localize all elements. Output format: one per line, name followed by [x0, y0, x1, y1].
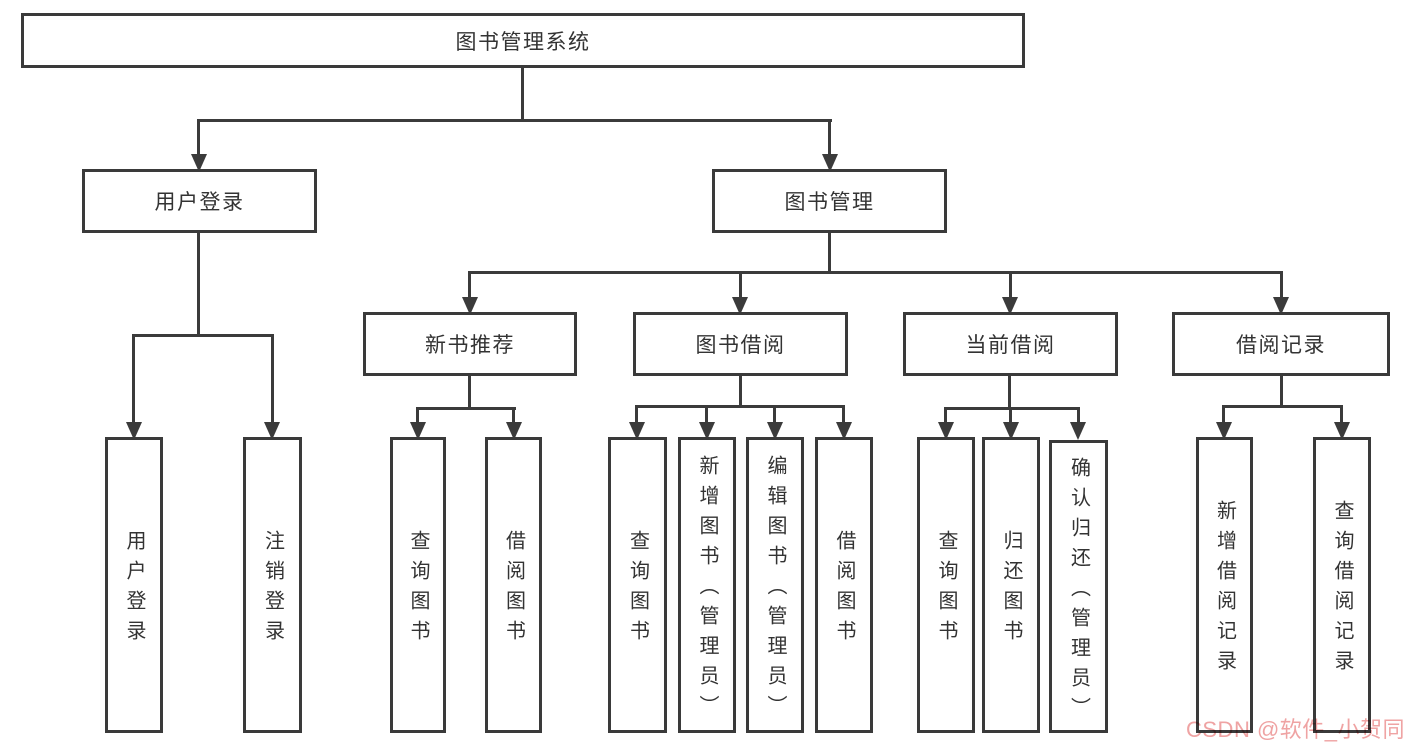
arrow-down-icon — [767, 422, 783, 440]
leaf-logout-label: 注销登录 — [261, 530, 284, 650]
connector-line — [1280, 271, 1283, 301]
arrow-down-icon — [191, 154, 207, 172]
node-current-borrow: 当前借阅 — [903, 312, 1118, 376]
node-book-manage: 图书管理 — [712, 169, 947, 233]
arrow-down-icon — [410, 422, 426, 440]
connector-line — [1340, 405, 1343, 426]
leaf-recommend-query-book: 查询图书 — [390, 437, 446, 733]
leaf-add-borrow-record-label: 新增借阅记录 — [1213, 500, 1236, 680]
arrow-down-icon — [699, 422, 715, 440]
connector-line — [1008, 376, 1011, 410]
node-current-borrow-label: 当前借阅 — [965, 334, 1056, 357]
connector-line — [468, 271, 471, 301]
leaf-edit-book-admin-label: 编辑图书（管理员） — [764, 455, 786, 725]
arrow-down-icon — [1334, 422, 1350, 440]
connector-line — [1077, 407, 1080, 426]
leaf-borrow-query-book-label: 查询图书 — [626, 530, 649, 650]
leaf-add-borrow-record: 新增借阅记录 — [1196, 437, 1253, 733]
connector-line — [828, 119, 831, 157]
node-user-login-label: 用户登录 — [154, 191, 245, 214]
arrow-down-icon — [1002, 297, 1018, 315]
connector-line — [132, 334, 135, 426]
leaf-borrow-book-label: 借阅图书 — [833, 530, 855, 650]
leaf-confirm-return-admin: 确认归还（管理员） — [1049, 440, 1108, 733]
arrow-down-icon — [126, 422, 142, 440]
connector-line — [468, 376, 471, 410]
connector-line — [1222, 405, 1343, 408]
connector-line — [197, 119, 200, 157]
leaf-query-borrow-record: 查询借阅记录 — [1313, 437, 1371, 733]
arrow-down-icon — [732, 297, 748, 315]
node-book-borrow-label: 图书借阅 — [695, 334, 786, 357]
connector-line — [416, 407, 419, 426]
leaf-recommend-borrow-book: 借阅图书 — [485, 437, 542, 733]
leaf-borrow-book: 借阅图书 — [815, 437, 873, 733]
arrow-down-icon — [1003, 422, 1019, 440]
node-book-borrow: 图书借阅 — [633, 312, 848, 376]
node-root: 图书管理系统 — [21, 13, 1025, 68]
leaf-confirm-return-admin-label: 确认归还（管理员） — [1067, 456, 1090, 727]
connector-line — [132, 334, 273, 337]
arrow-down-icon — [1216, 422, 1232, 440]
leaf-query-borrow-record-label: 查询借阅记录 — [1331, 500, 1353, 680]
csdn-watermark: CSDN @软件_小贺同学 — [1186, 717, 1405, 742]
connector-line — [739, 271, 742, 301]
arrow-down-icon — [822, 154, 838, 172]
connector-line — [1280, 376, 1283, 407]
arrow-down-icon — [1070, 422, 1086, 440]
connector-line — [828, 233, 831, 274]
leaf-return-book-label: 归还图书 — [1000, 530, 1022, 650]
connector-line — [521, 68, 524, 122]
connector-line — [1009, 407, 1012, 426]
leaf-borrow-query-book: 查询图书 — [608, 437, 667, 733]
leaf-current-query-book: 查询图书 — [917, 437, 975, 733]
connector-line — [636, 405, 845, 408]
arrow-down-icon — [462, 297, 478, 315]
connector-line — [705, 405, 708, 426]
connector-line — [773, 405, 776, 426]
leaf-add-book-admin-label: 新增图书（管理员） — [696, 455, 718, 725]
arrow-down-icon — [938, 422, 954, 440]
arrow-down-icon — [836, 422, 852, 440]
node-new-book-recommend-label: 新书推荐 — [425, 334, 515, 357]
leaf-recommend-query-book-label: 查询图书 — [407, 530, 429, 650]
arrow-down-icon — [506, 422, 522, 440]
arrow-down-icon — [629, 422, 645, 440]
connector-line — [197, 119, 832, 122]
connector-line — [416, 407, 516, 410]
connector-line — [1009, 271, 1012, 301]
connector-line — [271, 334, 274, 426]
connector-line — [469, 271, 1283, 274]
leaf-edit-book-admin: 编辑图书（管理员） — [746, 437, 804, 733]
leaf-current-query-book-label: 查询图书 — [935, 530, 957, 650]
connector-line — [842, 405, 845, 426]
node-borrow-record: 借阅记录 — [1172, 312, 1390, 376]
connector-line — [739, 376, 742, 408]
connector-line — [635, 405, 638, 426]
arrow-down-icon — [264, 422, 280, 440]
leaf-user-login-label: 用户登录 — [123, 530, 145, 650]
node-new-book-recommend: 新书推荐 — [363, 312, 577, 376]
node-borrow-record-label: 借阅记录 — [1236, 334, 1326, 357]
leaf-return-book: 归还图书 — [982, 437, 1040, 733]
connector-line — [944, 407, 947, 426]
node-root-label: 图书管理系统 — [455, 30, 591, 54]
leaf-recommend-borrow-book-label: 借阅图书 — [502, 530, 525, 650]
leaf-add-book-admin: 新增图书（管理员） — [678, 437, 736, 733]
leaf-user-login: 用户登录 — [105, 437, 163, 733]
connector-line — [512, 407, 515, 426]
connector-line — [197, 233, 200, 337]
connector-line — [1222, 405, 1225, 426]
leaf-logout: 注销登录 — [243, 437, 302, 733]
node-user-login: 用户登录 — [82, 169, 317, 233]
arrow-down-icon — [1273, 297, 1289, 315]
node-book-manage-label: 图书管理 — [784, 191, 875, 214]
